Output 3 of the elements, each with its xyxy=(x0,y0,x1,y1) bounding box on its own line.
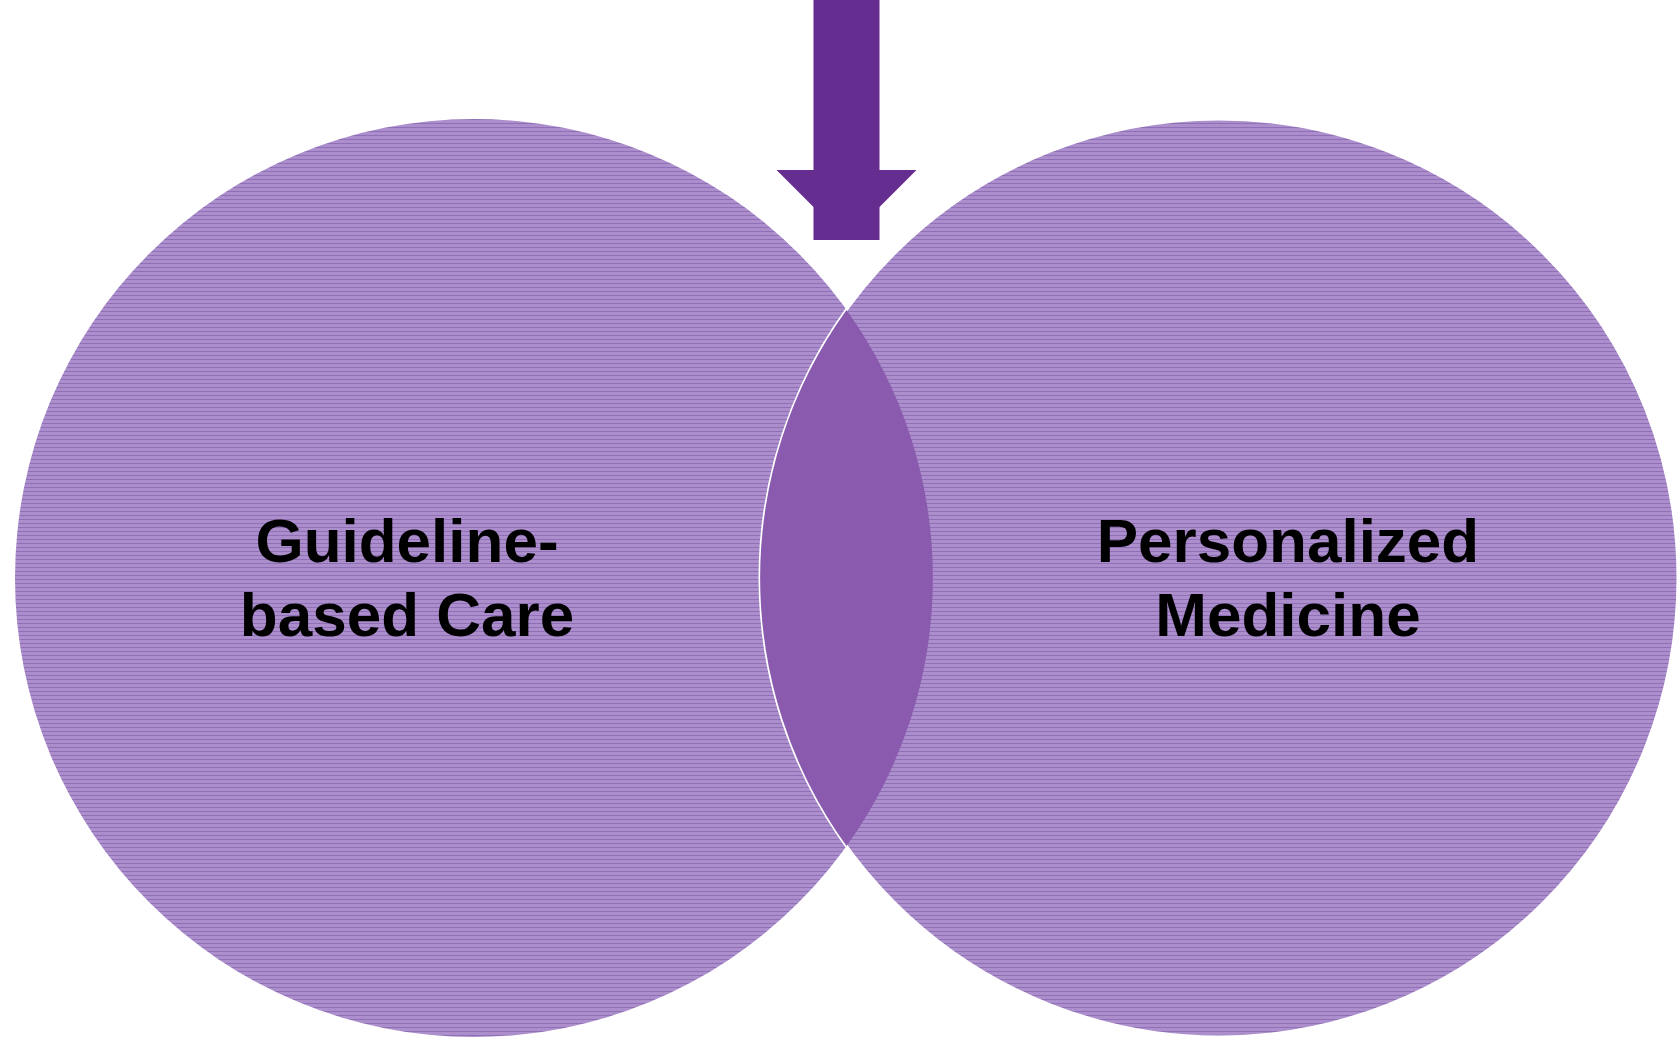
circle-label: Guideline-based Care xyxy=(238,504,576,651)
circle-label: Personalized Medicine xyxy=(1095,504,1481,651)
arrow xyxy=(776,0,917,240)
